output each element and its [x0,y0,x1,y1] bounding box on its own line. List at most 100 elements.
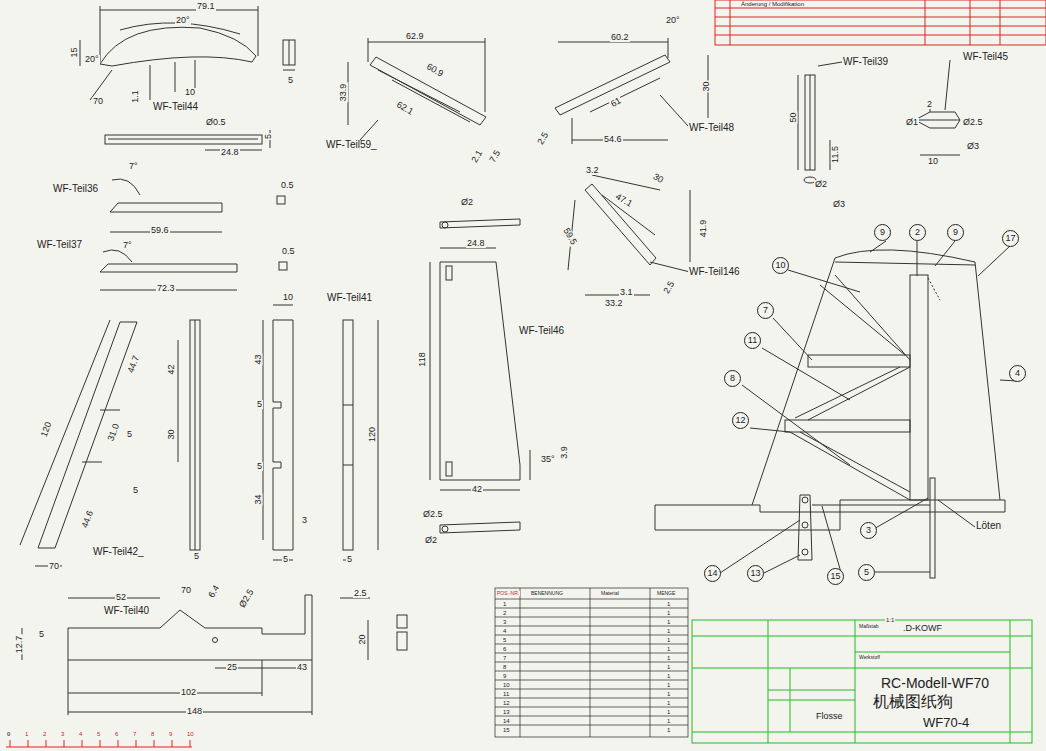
dimension-label: 43 [296,663,308,672]
part-42 [20,320,178,566]
table-cell: 1 [666,610,671,616]
parts-list-line [590,588,591,737]
part-146 [568,175,690,295]
parts-list-line [495,617,688,618]
part-46-line [440,262,520,480]
part-name: WF-Teil46 [518,326,565,336]
table-cell: 1 [24,731,29,737]
parts-list-line [495,588,688,737]
part-40-line [312,660,313,715]
dimension-label: 34 [254,493,263,505]
table-cell: 3 [60,731,65,737]
part-40-line [68,660,69,715]
parts-list-line [495,635,688,636]
part-37-line [100,264,237,272]
dimension-label: 44.6 [80,509,95,530]
dimension-label: 5 [38,630,45,639]
part-name: WF-Teil146 [688,267,741,277]
scale-ruler [6,740,192,747]
table-cell: 11 [502,691,510,697]
callout-balloon: 13 [747,565,764,582]
dimension-label: 60.9 [424,62,445,80]
part-41-line [190,320,200,550]
parts-list-line [495,716,688,717]
table-cell: 6 [502,646,507,652]
dimension-label: Ø2 [460,198,474,207]
table-cell: 8 [502,664,507,670]
part-name: WF-Teil44 [152,102,199,112]
dimension-label: Ø2.5 [962,118,984,127]
table-cell: 1 [666,664,671,670]
dimension-label: 33.2 [604,299,624,308]
callout-number: 17 [1005,234,1015,243]
callout-balloon: 5 [858,564,875,581]
dimension-label: 148 [186,707,203,716]
parts-list-line [495,707,688,708]
part-146-line [690,190,691,262]
part-59-line [370,57,486,125]
part-40-line [68,595,312,660]
title-block-line [692,668,1032,669]
dimension-label: 44.7 [126,354,141,375]
part-39-line [798,75,799,170]
dimension-label: 10 [184,88,196,97]
fin-assembly-line [872,498,928,530]
callout-number: 9 [880,228,885,237]
part-48-line [660,95,688,126]
table-cell: Maßstab [858,624,879,629]
dimension-label: Ø0.5 [205,118,227,127]
dimension-label: 5 [126,430,133,439]
part-40 [22,595,407,715]
dimension-label: Ø2.5 [237,587,256,610]
fin-assembly-line [773,318,812,360]
revision-table-line [715,26,1046,27]
dimension-label: 24.8 [466,239,486,248]
fin-assembly-line [917,241,918,276]
fin-assembly-line [790,432,910,500]
callout-number: 15 [830,572,840,581]
table-cell: 1 [666,619,671,625]
part-46-line [446,462,452,476]
fin-assembly [655,241,1017,578]
dimension-label: 3.9 [560,445,569,460]
table-cell: MENGE [656,591,676,596]
callout-number: 7 [763,306,768,315]
dimension-label: 59.5 [561,226,579,247]
dimension-label: 0.5 [280,181,295,190]
watermark: 0 [6,731,11,737]
revision-table-line [730,0,731,45]
dimension-label: 70 [180,586,192,595]
table-cell: 4 [502,628,507,634]
title-block-line [855,620,856,743]
part-59-line [485,38,486,112]
dimension-label: 2.5 [662,279,677,296]
part-name: WF-Teil39 [842,57,889,67]
part-36-line [110,203,222,212]
dimension-label: 6.4 [207,583,222,600]
fin-assembly-line [742,385,850,465]
part-44-line [80,40,81,66]
table-cell: 1 [666,628,671,634]
part-44-line [289,40,290,65]
scale-ruler-line [136,740,137,747]
revision-table-line [715,8,1046,9]
table-cell: 4 [78,731,83,737]
dimension-label: 35° [540,455,556,464]
dimension-label: 2.5 [536,130,551,147]
part-46 [430,219,530,533]
part-44-line [90,70,112,100]
table-cell: 6 [114,731,119,737]
part-40-line [68,598,160,599]
part-40-line [68,693,262,694]
dimension-label: 72.3 [156,284,176,293]
table-cell: 15 [502,727,511,733]
part-39-line [818,62,842,66]
dimension-label: 10 [282,293,294,302]
table-cell: 14 [502,718,511,724]
part-44-line [100,27,256,66]
part-59-line [392,80,470,122]
dimension-label: Löten [975,521,1002,531]
parts-list-line [650,588,651,737]
